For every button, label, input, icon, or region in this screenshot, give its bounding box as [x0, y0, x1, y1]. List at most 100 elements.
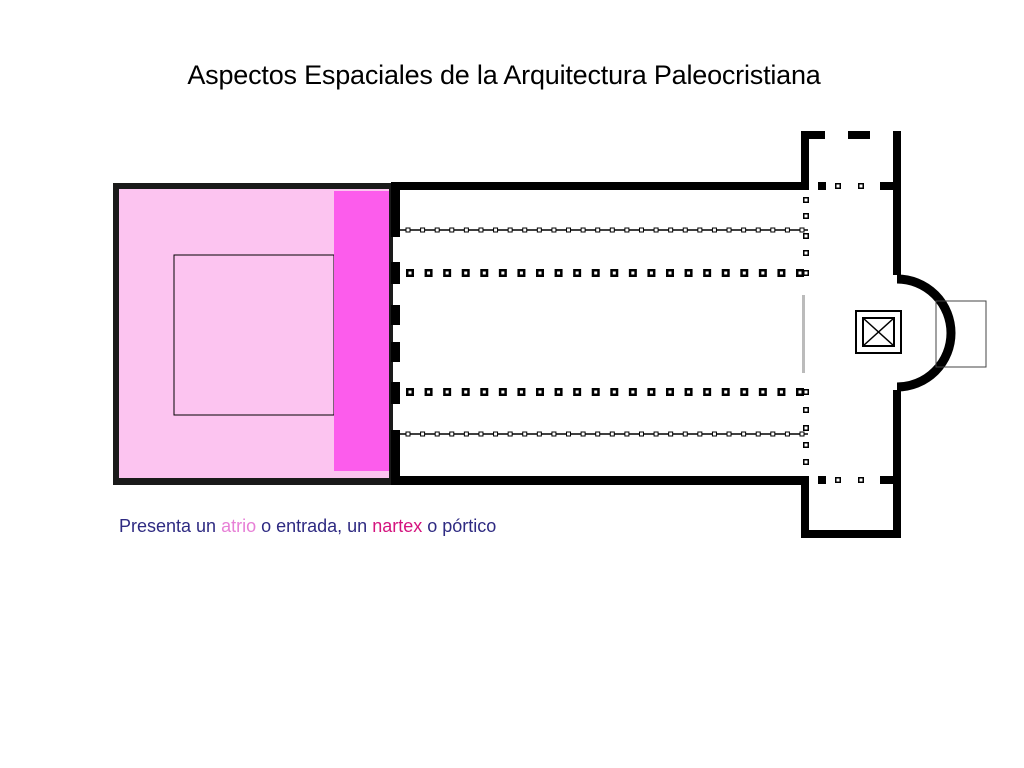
column-core [800, 432, 804, 436]
column-core [639, 228, 643, 232]
column-core [639, 432, 643, 436]
column-core [519, 271, 523, 275]
transept-east-north [893, 131, 901, 275]
column-core [785, 432, 789, 436]
column-core [705, 271, 709, 275]
column-core [836, 184, 840, 188]
column-core [742, 390, 746, 394]
transept-end-dash [818, 476, 826, 484]
column-core [519, 390, 523, 394]
column-core [724, 390, 728, 394]
west-wall-mid-b [391, 305, 400, 325]
column-core [668, 390, 672, 394]
column-core [538, 271, 542, 275]
column-core [435, 432, 439, 436]
column-core [742, 271, 746, 275]
west-wall-mid-d [391, 382, 400, 404]
caption-atrio-word: atrio [221, 516, 257, 536]
column-core [756, 432, 760, 436]
column-core [712, 228, 716, 232]
transept-north-wall-a [801, 131, 825, 139]
column-core [804, 443, 808, 447]
column-core [479, 228, 483, 232]
column-core [482, 271, 486, 275]
column-core [804, 408, 808, 412]
column-core [612, 271, 616, 275]
column-core [421, 228, 425, 232]
column-core [427, 271, 431, 275]
column-core [610, 432, 614, 436]
column-core [742, 228, 746, 232]
column-core [859, 478, 863, 482]
column-core [800, 228, 804, 232]
column-core [804, 214, 808, 218]
column-core [581, 432, 585, 436]
chancel-line [802, 295, 805, 373]
column-core [479, 432, 483, 436]
column-core [727, 432, 731, 436]
column-core [698, 228, 702, 232]
column-core [779, 271, 783, 275]
column-core [798, 390, 802, 394]
column-core [761, 390, 765, 394]
column-core [523, 432, 527, 436]
column-core [450, 432, 454, 436]
column-core [771, 432, 775, 436]
apse-annex [935, 300, 987, 368]
column-core [683, 432, 687, 436]
column-core [594, 390, 598, 394]
slide-title: Aspectos Espaciales de la Arquitectura P… [187, 60, 821, 90]
transept-east-south [893, 390, 901, 538]
column-core [464, 390, 468, 394]
column-core [804, 251, 808, 255]
column-core [508, 228, 512, 232]
column-core [575, 271, 579, 275]
column-core [557, 271, 561, 275]
column-core [625, 228, 629, 232]
column-core [523, 228, 527, 232]
column-core [804, 234, 808, 238]
transept-end-dash [880, 182, 893, 190]
caption-text-2: o entrada, un [256, 516, 373, 536]
column-core [804, 426, 808, 430]
west-wall-mid-c [391, 342, 400, 362]
transept-south-wall [801, 530, 899, 538]
column-core [501, 271, 505, 275]
column-core [724, 271, 728, 275]
column-core [464, 432, 468, 436]
column-core [836, 478, 840, 482]
column-core [712, 432, 716, 436]
column-core [482, 390, 486, 394]
column-core [698, 432, 702, 436]
column-core [445, 390, 449, 394]
column-core [406, 432, 410, 436]
column-core [610, 228, 614, 232]
nartex-fill [334, 191, 389, 471]
column-core [494, 228, 498, 232]
column-core [537, 228, 541, 232]
colonnades [400, 183, 864, 483]
transept-west-south [801, 476, 809, 538]
column-core [742, 432, 746, 436]
column-core [798, 271, 802, 275]
column-core [756, 228, 760, 232]
column-core [450, 228, 454, 232]
slide-caption: Presenta un atrio o entrada, un nartex o… [119, 516, 496, 537]
column-core [408, 271, 412, 275]
basilica-walls [391, 131, 901, 538]
column-core [596, 228, 600, 232]
column-core [804, 390, 808, 394]
column-core [552, 432, 556, 436]
column-core [567, 432, 571, 436]
column-core [464, 228, 468, 232]
north-wall [391, 182, 809, 190]
column-core [552, 228, 556, 232]
west-wall-south [391, 430, 400, 485]
column-core [785, 228, 789, 232]
west-wall-north [391, 182, 400, 237]
column-core [435, 228, 439, 232]
column-core [687, 271, 691, 275]
column-core [779, 390, 783, 394]
column-core [612, 390, 616, 394]
